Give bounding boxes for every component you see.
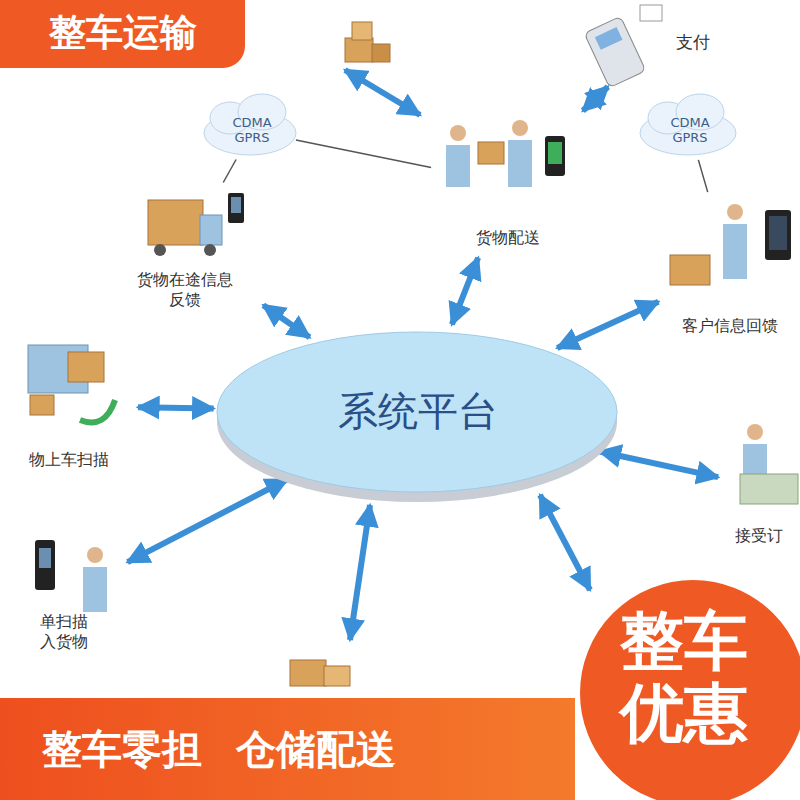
node-label: 整车 优惠 — [620, 606, 754, 749]
node-label: 系统平台 — [338, 386, 498, 436]
node-label: 仓储配送 — [236, 724, 396, 774]
banner-node: 整车运输 — [0, 0, 245, 68]
boxes-icon — [345, 22, 390, 62]
payment-terminal-icon — [584, 5, 662, 88]
node-label: CDMA GPRS — [660, 116, 720, 146]
node-label: 客户信息回馈 — [682, 316, 778, 336]
flow-arrow — [345, 70, 420, 115]
node-label: 货物配送 — [476, 228, 540, 248]
node-label: 整车零担 — [42, 724, 202, 774]
circle-node: 整车 优惠 — [575, 575, 800, 800]
loading-scan-icon — [28, 345, 115, 423]
flow-arrow — [583, 87, 608, 111]
bar-node: 整车零担仓储配送 — [0, 698, 575, 800]
icon-node: 货物配送 — [435, 112, 580, 254]
flow-arrow — [138, 407, 214, 408]
flow-arrow — [263, 305, 309, 337]
node-label: 支付 — [676, 32, 710, 53]
node-label: CDMA GPRS — [222, 116, 282, 146]
icon-node: 物上车扫描 — [4, 336, 134, 476]
node-label: 物上车扫描 — [29, 450, 109, 470]
customer-icon — [670, 204, 791, 285]
node-label: 整车运输 — [49, 10, 197, 56]
icon-node: 客户信息回馈 — [662, 196, 798, 342]
ellipse-node: 系统平台 — [215, 328, 620, 504]
link-line — [296, 140, 431, 168]
flow-arrow — [452, 258, 478, 325]
delivery-icon — [446, 120, 565, 187]
icon-node: 单扫描 入货物 — [4, 532, 124, 658]
truck-icon — [148, 193, 244, 256]
node-label: 货物在途信息 反馈 — [134, 270, 236, 310]
flow-arrow — [350, 505, 370, 640]
cloud-node: CDMA GPRS — [212, 106, 292, 156]
node-label: 单扫描 入货物 — [38, 612, 91, 652]
flow-arrow — [557, 302, 658, 348]
order-desk-icon — [740, 424, 798, 504]
cloud-node: CDMA GPRS — [650, 106, 730, 156]
flow-arrow — [600, 451, 719, 477]
node-label: 接受订 — [735, 526, 783, 546]
flow-arrow — [540, 495, 590, 590]
link-line — [698, 160, 707, 192]
flow-arrow — [128, 480, 287, 563]
promo-bar — [0, 698, 575, 800]
boxes-icon — [290, 660, 350, 686]
icon-node: 接受订 — [722, 420, 796, 552]
scanner-icon — [35, 540, 107, 612]
icon-node: 货物在途信息 反馈 — [110, 186, 260, 316]
right-node: 支付 — [585, 4, 720, 84]
link-line — [223, 159, 236, 182]
